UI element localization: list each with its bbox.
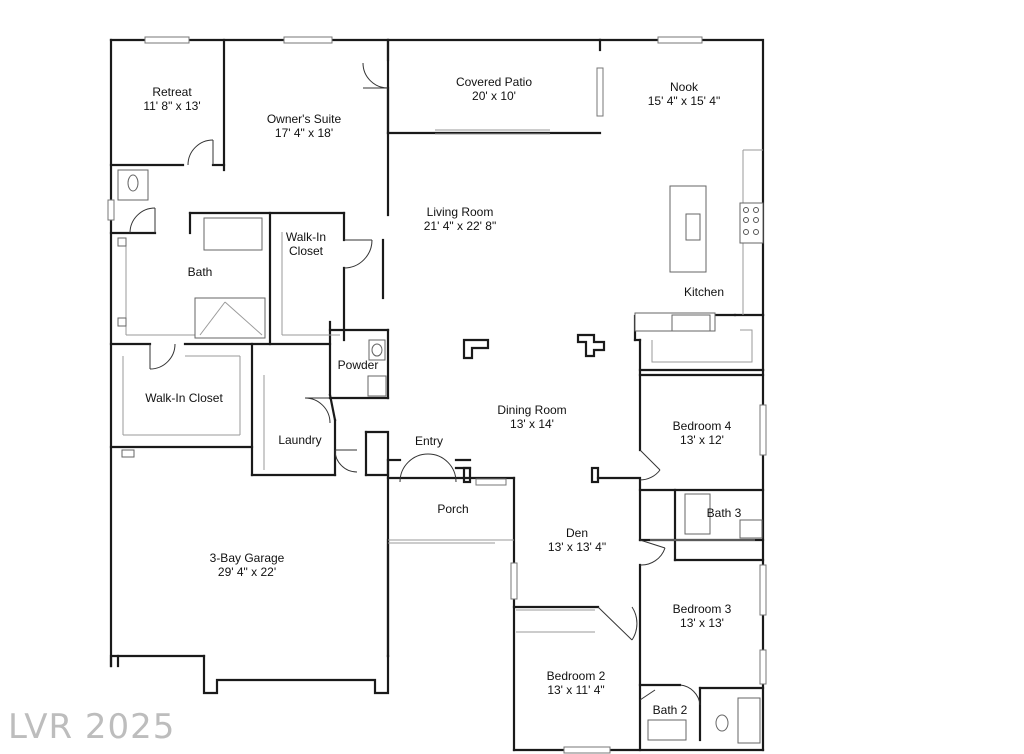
bedroom3-label: Bedroom 3 <box>673 602 732 616</box>
room-labels: Retreat 11' 8" x 13' Owner's Suite 17' 4… <box>143 75 741 717</box>
covered-patio-size: 20' x 10' <box>472 89 516 103</box>
den-label: Den <box>566 526 588 540</box>
bedroom4-size: 13' x 12' <box>680 433 724 447</box>
bedroom3-size: 13' x 13' <box>680 616 724 630</box>
living-room-label: Living Room <box>427 205 494 219</box>
owners-suite-size: 17' 4" x 18' <box>275 126 333 140</box>
nook-label: Nook <box>670 80 699 94</box>
bath-label: Bath <box>188 265 213 279</box>
windows <box>107 36 767 754</box>
laundry-label: Laundry <box>278 433 321 447</box>
walkin-closet-2-label: Walk-In Closet <box>145 391 223 405</box>
kitchen-label: Kitchen <box>684 285 724 299</box>
walkin-closet-1-line1: Walk-In <box>286 230 326 244</box>
dining-room-size: 13' x 14' <box>510 417 554 431</box>
owners-suite-label: Owner's Suite <box>267 112 342 126</box>
living-room-size: 21' 4" x 22' 8" <box>424 219 496 233</box>
doors <box>129 62 701 706</box>
kitchen-fixtures <box>634 149 764 363</box>
bedroom2-size: 13' x 11' 4" <box>547 683 604 697</box>
nook-size: 15' 4" x 15' 4" <box>648 94 720 108</box>
powder-label: Powder <box>338 358 379 372</box>
walkin-closet-1-line2: Closet <box>289 244 324 258</box>
porch-label: Porch <box>437 502 468 516</box>
covered-patio-label: Covered Patio <box>456 75 532 89</box>
garage-size: 29' 4" x 22' <box>218 565 276 579</box>
dining-room-label: Dining Room <box>497 403 566 417</box>
bedroom2-label: Bedroom 2 <box>547 669 606 683</box>
entry-label: Entry <box>415 434 443 448</box>
bath2-label: Bath 2 <box>653 703 688 717</box>
bath3-label: Bath 3 <box>707 506 742 520</box>
retreat-label: Retreat <box>152 85 192 99</box>
bedroom4-label: Bedroom 4 <box>673 419 732 433</box>
den-size: 13' x 13' 4" <box>548 540 606 554</box>
bath-fixtures <box>117 169 763 744</box>
retreat-size: 11' 8" x 13' <box>143 99 200 113</box>
interior-details <box>117 129 755 633</box>
watermark: LVR 2025 <box>8 707 175 747</box>
garage-label: 3-Bay Garage <box>210 551 285 565</box>
columns <box>462 333 606 360</box>
